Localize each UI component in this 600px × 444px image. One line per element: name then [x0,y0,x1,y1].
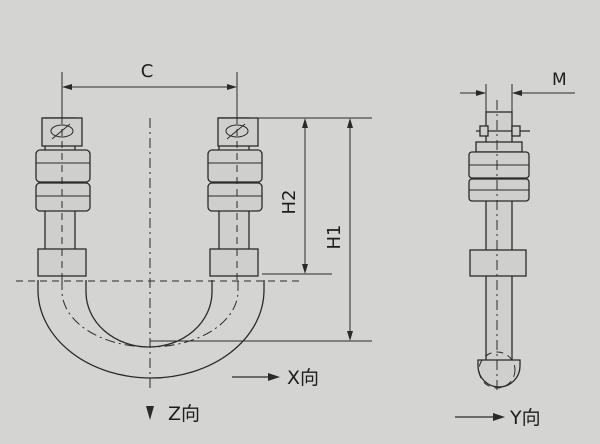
u-bend-outer [37,280,265,379]
z-dir-arrowhead [146,406,154,420]
left-cotter-line [51,123,71,140]
side-view: M Y向 [455,70,575,429]
right-cotter-line [226,123,246,140]
side-collar [469,249,527,277]
label-c: C [141,61,154,82]
right-top-washer [217,117,259,147]
right-cotter-pin [225,124,249,138]
right-upper-nut [207,149,263,183]
side-washer [475,141,523,153]
label-z-dir: Z向 [168,403,200,425]
left-upper-nut [35,149,91,183]
u-bend-inner [85,280,213,348]
label-h2: H2 [279,190,300,215]
right-collar [209,248,259,277]
label-y-dir: Y向 [509,407,541,429]
left-cotter-pin [50,124,74,138]
label-h1: H1 [324,225,345,250]
label-m: M [552,70,567,90]
label-x-dir: X向 [287,367,319,389]
front-view: C H2 H1 X向 Z向 [16,61,372,425]
left-lower-nut [35,182,91,212]
right-lower-nut [207,182,263,212]
